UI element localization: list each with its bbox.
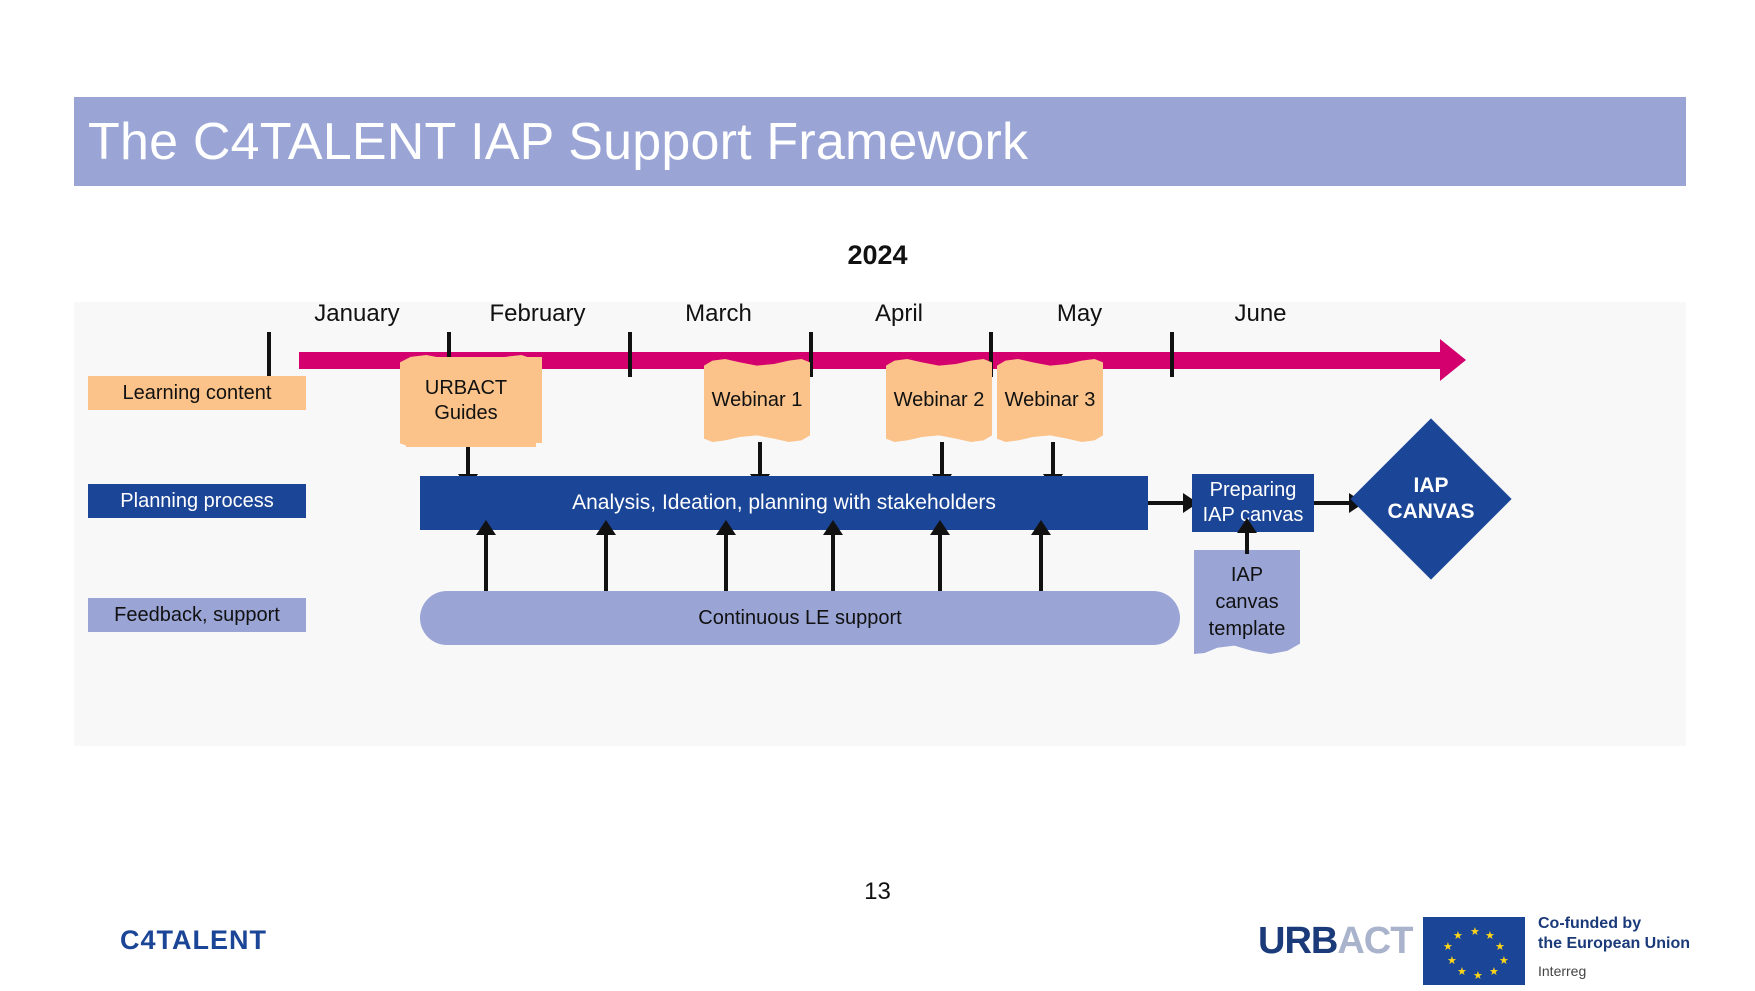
arrow-webinar-2-to-process — [932, 442, 952, 489]
timeline-month-march: March — [685, 300, 752, 327]
iap-template-line-2: canvas — [1215, 590, 1279, 613]
eu-funding-line-2: the European Union — [1538, 935, 1690, 952]
urbact-guides-line-2: Guides — [434, 402, 498, 424]
timeline-tick-3 — [809, 332, 813, 377]
eu-funding-line-1: Co-funded by — [1538, 915, 1642, 932]
timeline-month-january: January — [314, 300, 400, 327]
planning-box-preparing-iap-canvas[interactable]: Preparing IAP canvas — [1192, 474, 1314, 532]
planning-bar-analysis-ideation[interactable]: Analysis, Ideation, planning with stakeh… — [420, 476, 1148, 530]
eu-programme-name: Interreg — [1538, 963, 1587, 979]
learning-item-webinar-3[interactable]: Webinar 3 — [997, 359, 1103, 442]
urbact-guides-line-1: URBACT — [424, 377, 508, 399]
urbact-logo-part-1: URB — [1258, 920, 1338, 962]
urbact-logo-part-2: ACT — [1337, 920, 1413, 962]
iap-canvas-line-1: IAP — [1413, 473, 1449, 497]
learning-item-urbact-guides[interactable]: URBACT Guides — [400, 355, 532, 447]
timeline-month-april: April — [874, 300, 923, 327]
arrow-template-to-preparing-canvas — [1237, 518, 1257, 554]
arrow-support-to-process-5 — [930, 520, 950, 596]
slide-page-number: 13 — [864, 878, 891, 905]
page-title: The C4TALENT IAP Support Framework — [88, 112, 1029, 171]
framework-diagram-panel: January February March April May June Le… — [74, 300, 1686, 746]
feedback-pill-continuous-le-support[interactable]: Continuous LE support — [420, 591, 1180, 645]
iap-template-line-3: template — [1208, 617, 1286, 640]
timeline-tick-2 — [628, 332, 632, 377]
slide-title-bar: The C4TALENT IAP Support Framework — [74, 97, 1686, 186]
timeline-month-february: February — [489, 300, 586, 327]
arrow-webinar-1-to-process — [750, 442, 770, 489]
feedback-doc-iap-canvas-template[interactable]: IAP canvas template — [1194, 550, 1300, 654]
iap-canvas-line-2: CANVAS — [1387, 500, 1475, 523]
arrow-preparing-to-iap-canvas — [1314, 493, 1364, 513]
arrow-support-to-process-6 — [1031, 520, 1051, 596]
timeline-axis-line — [299, 352, 1442, 369]
preparing-canvas-line-2: IAP canvas — [1202, 504, 1304, 526]
brand-logo-c4talent: C4TALENT — [120, 925, 267, 955]
iap-template-line-1: IAP — [1230, 563, 1264, 586]
timeline-tick-4 — [989, 332, 993, 377]
timeline-tick-1 — [447, 332, 451, 377]
eu-flag-icon: ★ ★ ★ ★ ★ ★ ★ ★ ★ ★ — [1423, 917, 1525, 985]
learning-item-webinar-2[interactable]: Webinar 2 — [886, 359, 992, 442]
timeline-arrow-head-icon — [1440, 339, 1466, 381]
arrow-support-to-process-4 — [823, 520, 843, 596]
learning-item-webinar-1[interactable]: Webinar 1 — [704, 359, 810, 442]
urbact-logo: URBACT — [1258, 920, 1413, 963]
row-label-feedback-support: Feedback, support — [88, 598, 306, 632]
timeline-tick-5 — [1170, 332, 1174, 377]
iap-canvas-diamond-text: IAP CANVAS — [1374, 442, 1488, 556]
row-label-planning-process: Planning process — [88, 484, 306, 518]
arrow-support-to-process-2 — [596, 520, 616, 596]
planning-diamond-iap-canvas[interactable]: IAP CANVAS — [1350, 418, 1512, 580]
timeline-month-june: June — [1234, 300, 1287, 327]
arrow-support-to-process-1 — [476, 520, 496, 596]
preparing-canvas-line-1: Preparing — [1209, 479, 1297, 501]
arrow-urbact-guides-to-process — [458, 447, 478, 489]
row-label-learning-content: Learning content — [88, 376, 306, 410]
timeline-tick-0 — [267, 332, 271, 377]
arrow-process-to-preparing-canvas — [1148, 493, 1198, 513]
eu-funding-text: Co-funded by the European Union — [1538, 914, 1690, 954]
timeline-year-label: 2024 — [847, 240, 908, 270]
timeline-month-may: May — [1056, 300, 1103, 327]
arrow-support-to-process-3 — [716, 520, 736, 596]
eu-stars: ★ ★ ★ ★ ★ ★ ★ ★ ★ ★ — [1443, 926, 1509, 982]
arrow-webinar-3-to-process — [1043, 442, 1063, 489]
